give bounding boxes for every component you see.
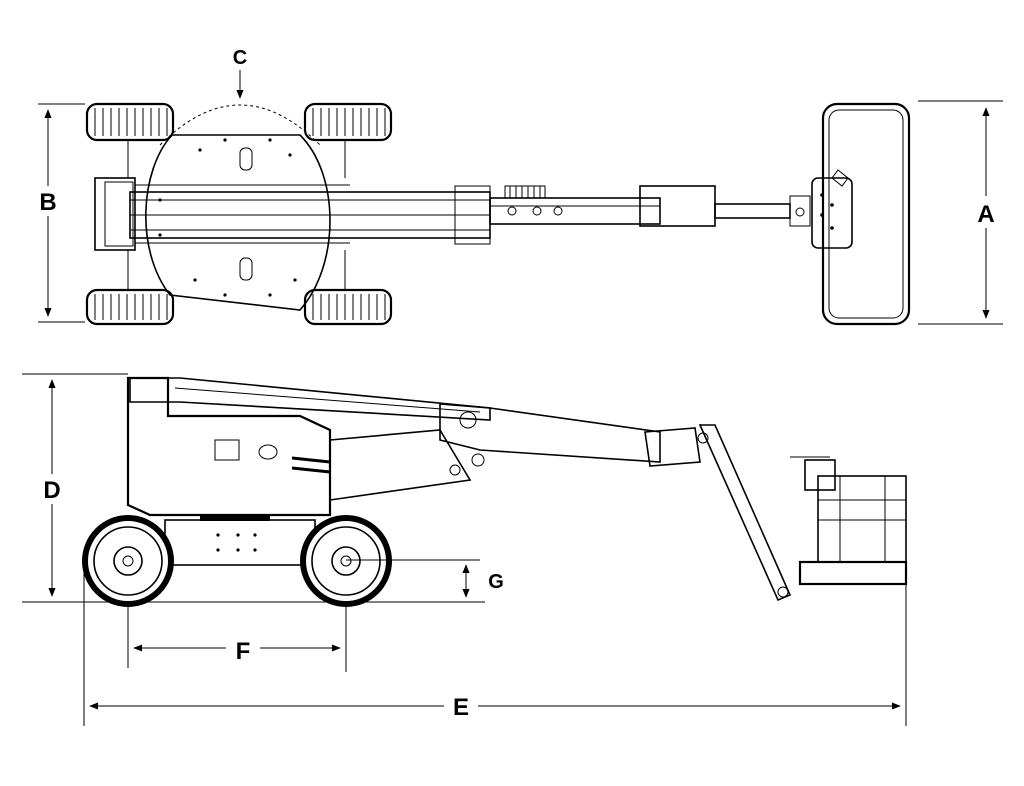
label-c: C bbox=[233, 47, 247, 69]
label-a: A bbox=[977, 201, 994, 228]
boom-top bbox=[129, 185, 811, 245]
label-d: D bbox=[43, 477, 60, 504]
side-turret bbox=[126, 376, 485, 517]
side-view bbox=[82, 376, 908, 607]
side-chassis bbox=[164, 515, 316, 566]
label-g: G bbox=[488, 571, 504, 593]
platform-top bbox=[811, 102, 911, 326]
dimension-labels: A B C D E F G bbox=[39, 47, 994, 721]
chassis-top bbox=[94, 140, 350, 290]
label-e: E bbox=[453, 694, 469, 721]
dimension-lines bbox=[22, 70, 1003, 726]
tire-top-right-lower bbox=[303, 288, 393, 326]
label-f: F bbox=[236, 638, 251, 665]
platform-side bbox=[790, 456, 908, 586]
top-view bbox=[85, 102, 911, 326]
turntable-swing-outline bbox=[145, 104, 331, 311]
label-b: B bbox=[39, 189, 56, 216]
wheel-side-rear bbox=[82, 515, 174, 607]
tire-top-left-upper bbox=[85, 102, 175, 142]
tire-top-right-upper bbox=[303, 102, 393, 142]
wheel-side-front bbox=[300, 515, 392, 607]
side-boom bbox=[129, 377, 792, 602]
turntable-details bbox=[158, 138, 297, 297]
tire-top-left-lower bbox=[85, 288, 175, 326]
